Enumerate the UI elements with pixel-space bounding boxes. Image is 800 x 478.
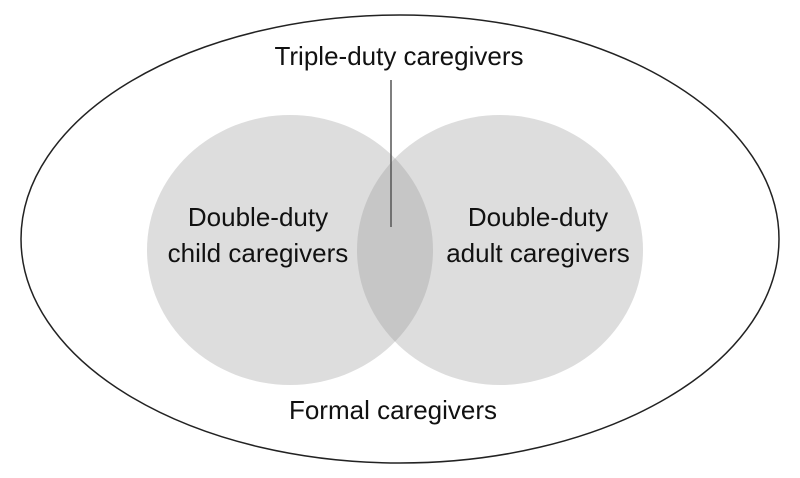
child-caregivers-circle (147, 115, 433, 385)
child-caregivers-label-line2: child caregivers (168, 238, 349, 268)
formal-caregivers-label: Formal caregivers (289, 395, 497, 425)
adult-caregivers-label-line1: Double-duty (468, 202, 608, 232)
triple-duty-label: Triple-duty caregivers (274, 41, 523, 71)
adult-caregivers-circle (357, 115, 643, 385)
child-caregivers-label-line1: Double-duty (188, 202, 328, 232)
adult-caregivers-label-line2: adult caregivers (446, 238, 630, 268)
